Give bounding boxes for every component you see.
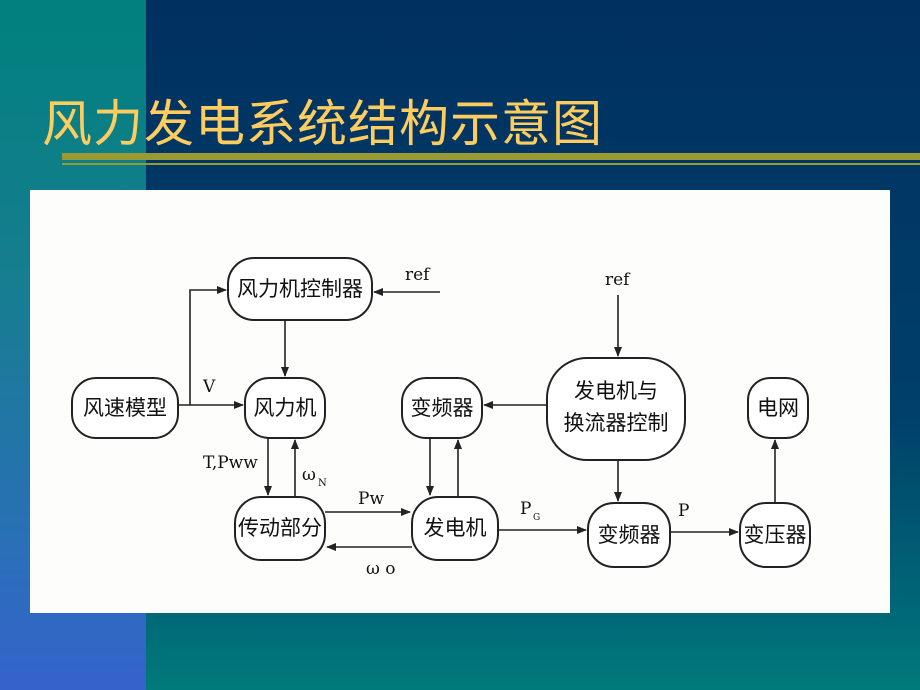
node-generator: 发电机	[411, 496, 499, 561]
node-label: 风力机	[254, 396, 317, 420]
node-label: 电网	[757, 396, 799, 420]
label-t-pww: T,Pww	[203, 453, 258, 473]
node-grid: 电网	[747, 377, 809, 439]
label-omega-n-subscript: N	[318, 478, 327, 489]
label-omega-n: ω	[302, 465, 316, 485]
node-label: 变压器	[744, 523, 807, 547]
label-ref-1: ref	[405, 265, 431, 285]
label-pw: Pw	[358, 489, 384, 509]
label-pg-subscript: G	[533, 513, 540, 523]
slide-title: 风力发电系统结构示意图	[42, 95, 603, 153]
label-ref-2: ref	[605, 270, 631, 290]
label-omega-0: ω o	[366, 559, 396, 579]
node-turbine-controller: 风力机控制器	[227, 257, 373, 321]
title-underline-thin	[62, 163, 920, 165]
node-label: 风力机控制器	[237, 277, 363, 301]
connectors	[178, 286, 779, 551]
node-label-line2: 换流器控制	[564, 411, 669, 435]
label-pg: P	[520, 499, 531, 519]
node-turbine: 风力机	[244, 377, 326, 439]
arrow-wind-to-controller	[189, 286, 227, 405]
node-inverter-bottom: 变频器	[587, 502, 671, 568]
node-generator-converter-controller: 发电机与 换流器控制	[546, 357, 686, 461]
node-drivetrain: 传动部分	[234, 496, 326, 561]
node-label-line1: 发电机与	[574, 379, 658, 403]
title-underline-thick	[62, 153, 920, 160]
label-p: P	[678, 501, 689, 521]
node-label: 变频器	[598, 523, 661, 547]
node-inverter-top: 变频器	[401, 377, 483, 439]
node-transformer: 变压器	[739, 502, 811, 568]
node-label: 发电机	[424, 516, 487, 540]
node-label: 变频器	[411, 396, 474, 420]
node-wind-model: 风速模型	[71, 377, 179, 439]
node-label: 风速模型	[83, 396, 167, 420]
node-label: 传动部分	[238, 516, 322, 540]
label-v: V	[202, 377, 216, 397]
